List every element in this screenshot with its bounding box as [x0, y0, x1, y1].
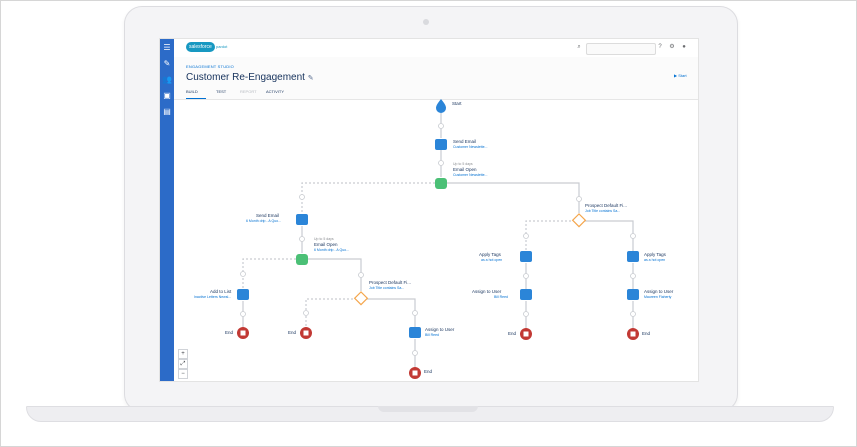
tab-build[interactable]: BUILD: [186, 89, 198, 94]
connector-open1-no: [301, 182, 435, 212]
end-5-label: End: [642, 331, 651, 336]
assign-user-3-sub[interactable]: Maureen Flaherty: [644, 295, 672, 299]
camera-icon: [423, 19, 429, 25]
assign-user-1-sub[interactable]: Bill Reed: [425, 333, 440, 337]
flow-connectors: [237, 99, 639, 379]
connector-p2-no: [305, 298, 361, 327]
connector-open2-yes: [308, 258, 362, 291]
tab-activity[interactable]: ACTIVITY: [266, 89, 285, 94]
connector-p1-no: [525, 220, 579, 251]
email-open-1-pre: Up to 5 days: [453, 162, 473, 166]
page-title-text: Customer Re-Engagement: [186, 72, 305, 83]
email-open-1-label: Email Open: [453, 167, 477, 172]
tab-report[interactable]: REPORT: [240, 89, 257, 94]
flow-canvas[interactable]: Start Send Email Customer Newslette... U…: [174, 99, 698, 381]
assign-user-node-1: [409, 327, 421, 338]
zoom-out-button[interactable]: −: [178, 369, 188, 379]
end-3-label: End: [424, 369, 433, 374]
pencil-icon[interactable]: ✎: [163, 59, 171, 68]
edit-pencil-icon[interactable]: ✎: [307, 75, 314, 82]
add-to-list-label: Add to List: [210, 289, 232, 294]
connector-p1-yes: [579, 220, 634, 251]
rule-node-1: [571, 213, 587, 228]
prospect-1-label: Prospect Default Fi...: [585, 203, 628, 208]
email-open-2-pre: Up to 5 days: [314, 237, 334, 241]
page-header: ENGAGEMENT STUDIO Customer Re-Engagement…: [174, 57, 698, 100]
assign-user-2-label: Assign to User: [472, 289, 502, 294]
add-to-list-node: [237, 289, 249, 300]
send-email-node-1: [435, 139, 447, 150]
apply-tags-1-label: Apply Tags: [479, 252, 501, 257]
end-4-label: End: [508, 331, 517, 336]
email-open-2-label: Email Open: [314, 242, 338, 247]
apply-tags-2-label: Apply Tags: [644, 252, 666, 257]
breadcrumb[interactable]: ENGAGEMENT STUDIO: [186, 64, 234, 69]
end-1-label: End: [225, 330, 234, 335]
email-open-2-sub[interactable]: 6 Month drip - A Quo...: [314, 248, 350, 252]
start-button[interactable]: ▶ Start: [674, 73, 687, 78]
app-screen: ☰ ✎ 👥 ▣ ▤ salesforce pardot ⌕ ? ⚙ ● ENGA…: [159, 38, 699, 382]
prospect-1-sub[interactable]: Job Title contains Sa...: [585, 209, 621, 213]
search-icon[interactable]: ⌕: [577, 44, 581, 50]
apply-tags-node-1: [520, 251, 532, 262]
users-icon[interactable]: 👥: [162, 75, 172, 84]
start-node: [436, 99, 446, 113]
send-email-1-label: Send Email: [453, 139, 477, 144]
product-name: pardot: [216, 44, 228, 49]
play-icon: ▶: [674, 73, 678, 78]
send-email-2-label: Send Email: [256, 213, 280, 218]
prospect-2-label: Prospect Default Fi...: [369, 280, 412, 285]
zoom-fit-button[interactable]: ⤢: [178, 359, 188, 369]
image-icon[interactable]: ▣: [163, 91, 171, 100]
apply-tags-1-sub[interactable]: as a hot open: [481, 258, 503, 262]
connector-open2-no: [242, 258, 296, 289]
assign-user-node-3: [627, 289, 639, 300]
start-label: Start: [452, 101, 462, 106]
end-2-label: End: [288, 330, 297, 335]
search-input[interactable]: [586, 43, 656, 55]
send-email-node-2: [296, 214, 308, 225]
start-button-label: Start: [678, 73, 687, 78]
help-icon[interactable]: ?: [658, 44, 662, 50]
zoom-in-button[interactable]: +: [178, 349, 188, 359]
assign-user-node-2: [520, 289, 532, 300]
prospect-2-sub[interactable]: Job Title contains Sa...: [369, 286, 405, 290]
email-open-1-sub[interactable]: Customer Newslette...: [453, 173, 488, 177]
user-icon[interactable]: ●: [682, 44, 686, 50]
assign-user-2-sub[interactable]: Bill Reed: [494, 295, 509, 299]
assign-user-3-label: Assign to User: [644, 289, 674, 294]
sidebar: ☰ ✎ 👥 ▣ ▤: [160, 39, 174, 381]
add-to-list-sub[interactable]: Inactive Letters Newsl...: [194, 295, 232, 299]
tab-test[interactable]: TEST: [216, 89, 227, 94]
rule-node-2: [353, 291, 369, 306]
laptop-base-notch: [378, 406, 478, 412]
page-title: Customer Re-Engagement ✎: [186, 72, 314, 83]
send-email-2-sub[interactable]: 6 Month drip - A Quo...: [246, 219, 282, 223]
email-open-node-1: [435, 178, 447, 189]
email-open-node-2: [296, 254, 308, 265]
assign-user-1-label: Assign to User: [425, 327, 455, 332]
connector-p2-yes: [361, 298, 416, 327]
global-header: salesforce pardot ⌕ ? ⚙ ●: [174, 39, 698, 58]
connector-open1-yes: [447, 182, 580, 213]
apply-tags-2-sub[interactable]: as a hot open: [644, 258, 666, 262]
gear-icon[interactable]: ⚙: [669, 44, 675, 50]
salesforce-logo[interactable]: salesforce: [186, 42, 215, 52]
menu-icon[interactable]: ☰: [163, 43, 171, 52]
apply-tags-node-2: [627, 251, 639, 262]
send-email-1-sub[interactable]: Customer Newslette...: [453, 145, 488, 149]
active-tab-indicator: [186, 98, 206, 99]
briefcase-icon[interactable]: ▤: [163, 107, 171, 116]
